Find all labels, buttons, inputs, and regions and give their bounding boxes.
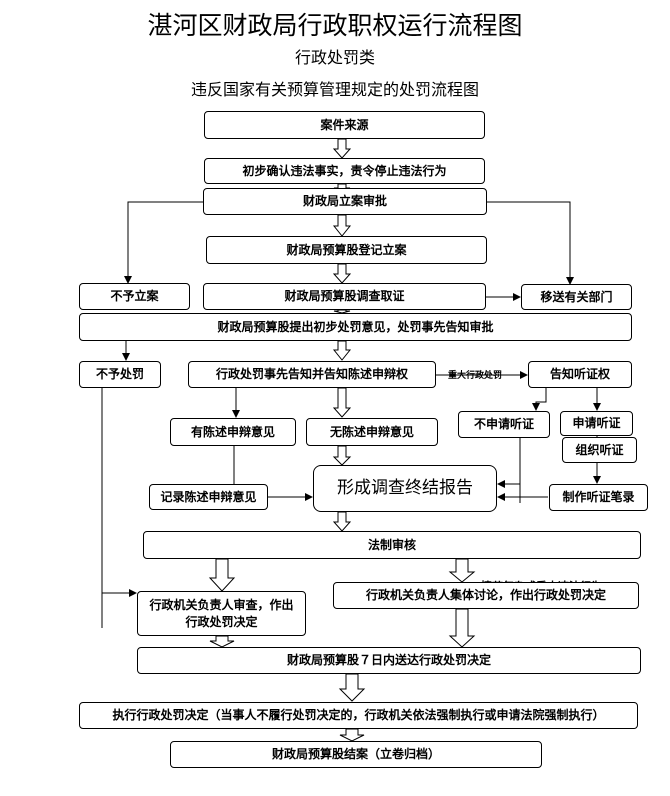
hollow-arrow (448, 608, 476, 648)
preliminary-opinion-box: 财政局预算股提出初步处罚意见，处罚事先告知审批 (79, 313, 632, 341)
organize-hearing-box: 组织听证 (562, 437, 637, 463)
hollow-arrow (209, 635, 235, 648)
connector-line (487, 201, 574, 285)
head-review-text: 行政机关负责人审查，作出行政处罚决定 (149, 598, 294, 629)
investigate-box: 财政局预算股调查取证 (203, 283, 486, 310)
page-title: 湛河区财政局行政职权运行流程图 (147, 11, 523, 40)
legal-review-box: 法制审核 (143, 531, 641, 559)
hollow-arrow (448, 558, 476, 583)
hearing-right-box: 告知听证权 (528, 361, 632, 388)
hollow-arrow (338, 673, 366, 702)
major-penalty-label: 重大行政处罚 (448, 371, 503, 381)
hollow-arrow (333, 309, 351, 314)
hollow-arrow (339, 728, 365, 742)
close-case-box: 财政局预算股结案（立卷归档） (170, 741, 542, 768)
hollow-arrow (332, 387, 352, 418)
category-subtitle: 行政处罚类 (294, 48, 375, 67)
connector-line (124, 201, 203, 284)
hollow-arrow (332, 340, 352, 361)
hollow-arrow (332, 511, 352, 532)
budget-register-box: 财政局预算股登记立案 (206, 236, 487, 264)
head-review-box: 行政机关负责人审查，作出行政处罚决定 (137, 591, 306, 636)
no-case-box: 不予立案 (79, 283, 190, 310)
transfer-box: 移送有关部门 (521, 284, 632, 310)
no-hearing-request-box: 不申请听证 (458, 411, 550, 438)
case-source-box: 案件来源 (204, 111, 485, 139)
hollow-arrow (332, 138, 352, 159)
hollow-arrow (332, 263, 352, 284)
no-statement-box: 无陈述申辩意见 (306, 418, 438, 446)
apply-hearing-box: 申请听证 (560, 411, 633, 436)
case-approval-box: 财政局立案审批 (203, 188, 487, 215)
record-statement-box: 记录陈述申辩意见 (149, 484, 268, 510)
delivery-box: 财政局预算股７日内送达行政处罚决定 (137, 647, 641, 674)
hollow-arrow (332, 445, 352, 466)
hearing-record-box: 制作听证笔录 (549, 484, 648, 511)
hollow-arrow (208, 558, 236, 592)
prior-notice-box: 行政处罚事先告知并告知陈述申辩权 (188, 361, 436, 388)
flowchart-subtitle: 违反国家有关预算管理规定的处罚流程图 (190, 80, 479, 99)
no-penalty-box: 不予处罚 (79, 361, 161, 388)
preliminary-confirm-box: 初步确认违法事实，责令停止违法行为 (204, 158, 485, 184)
connector-line (532, 388, 547, 411)
has-statement-box: 有陈述申辩意见 (170, 418, 296, 446)
final-report-box: 形成调查终结报告 (313, 465, 497, 512)
hollow-arrow (332, 214, 352, 237)
collective-discussion-box: 行政机关负责人集体讨论，作出行政处罚决定 (333, 582, 639, 609)
execute-box: 执行行政处罚决定（当事人不履行处罚决定的，行政机关依法强制执行或申请法院强制执行… (79, 702, 638, 729)
